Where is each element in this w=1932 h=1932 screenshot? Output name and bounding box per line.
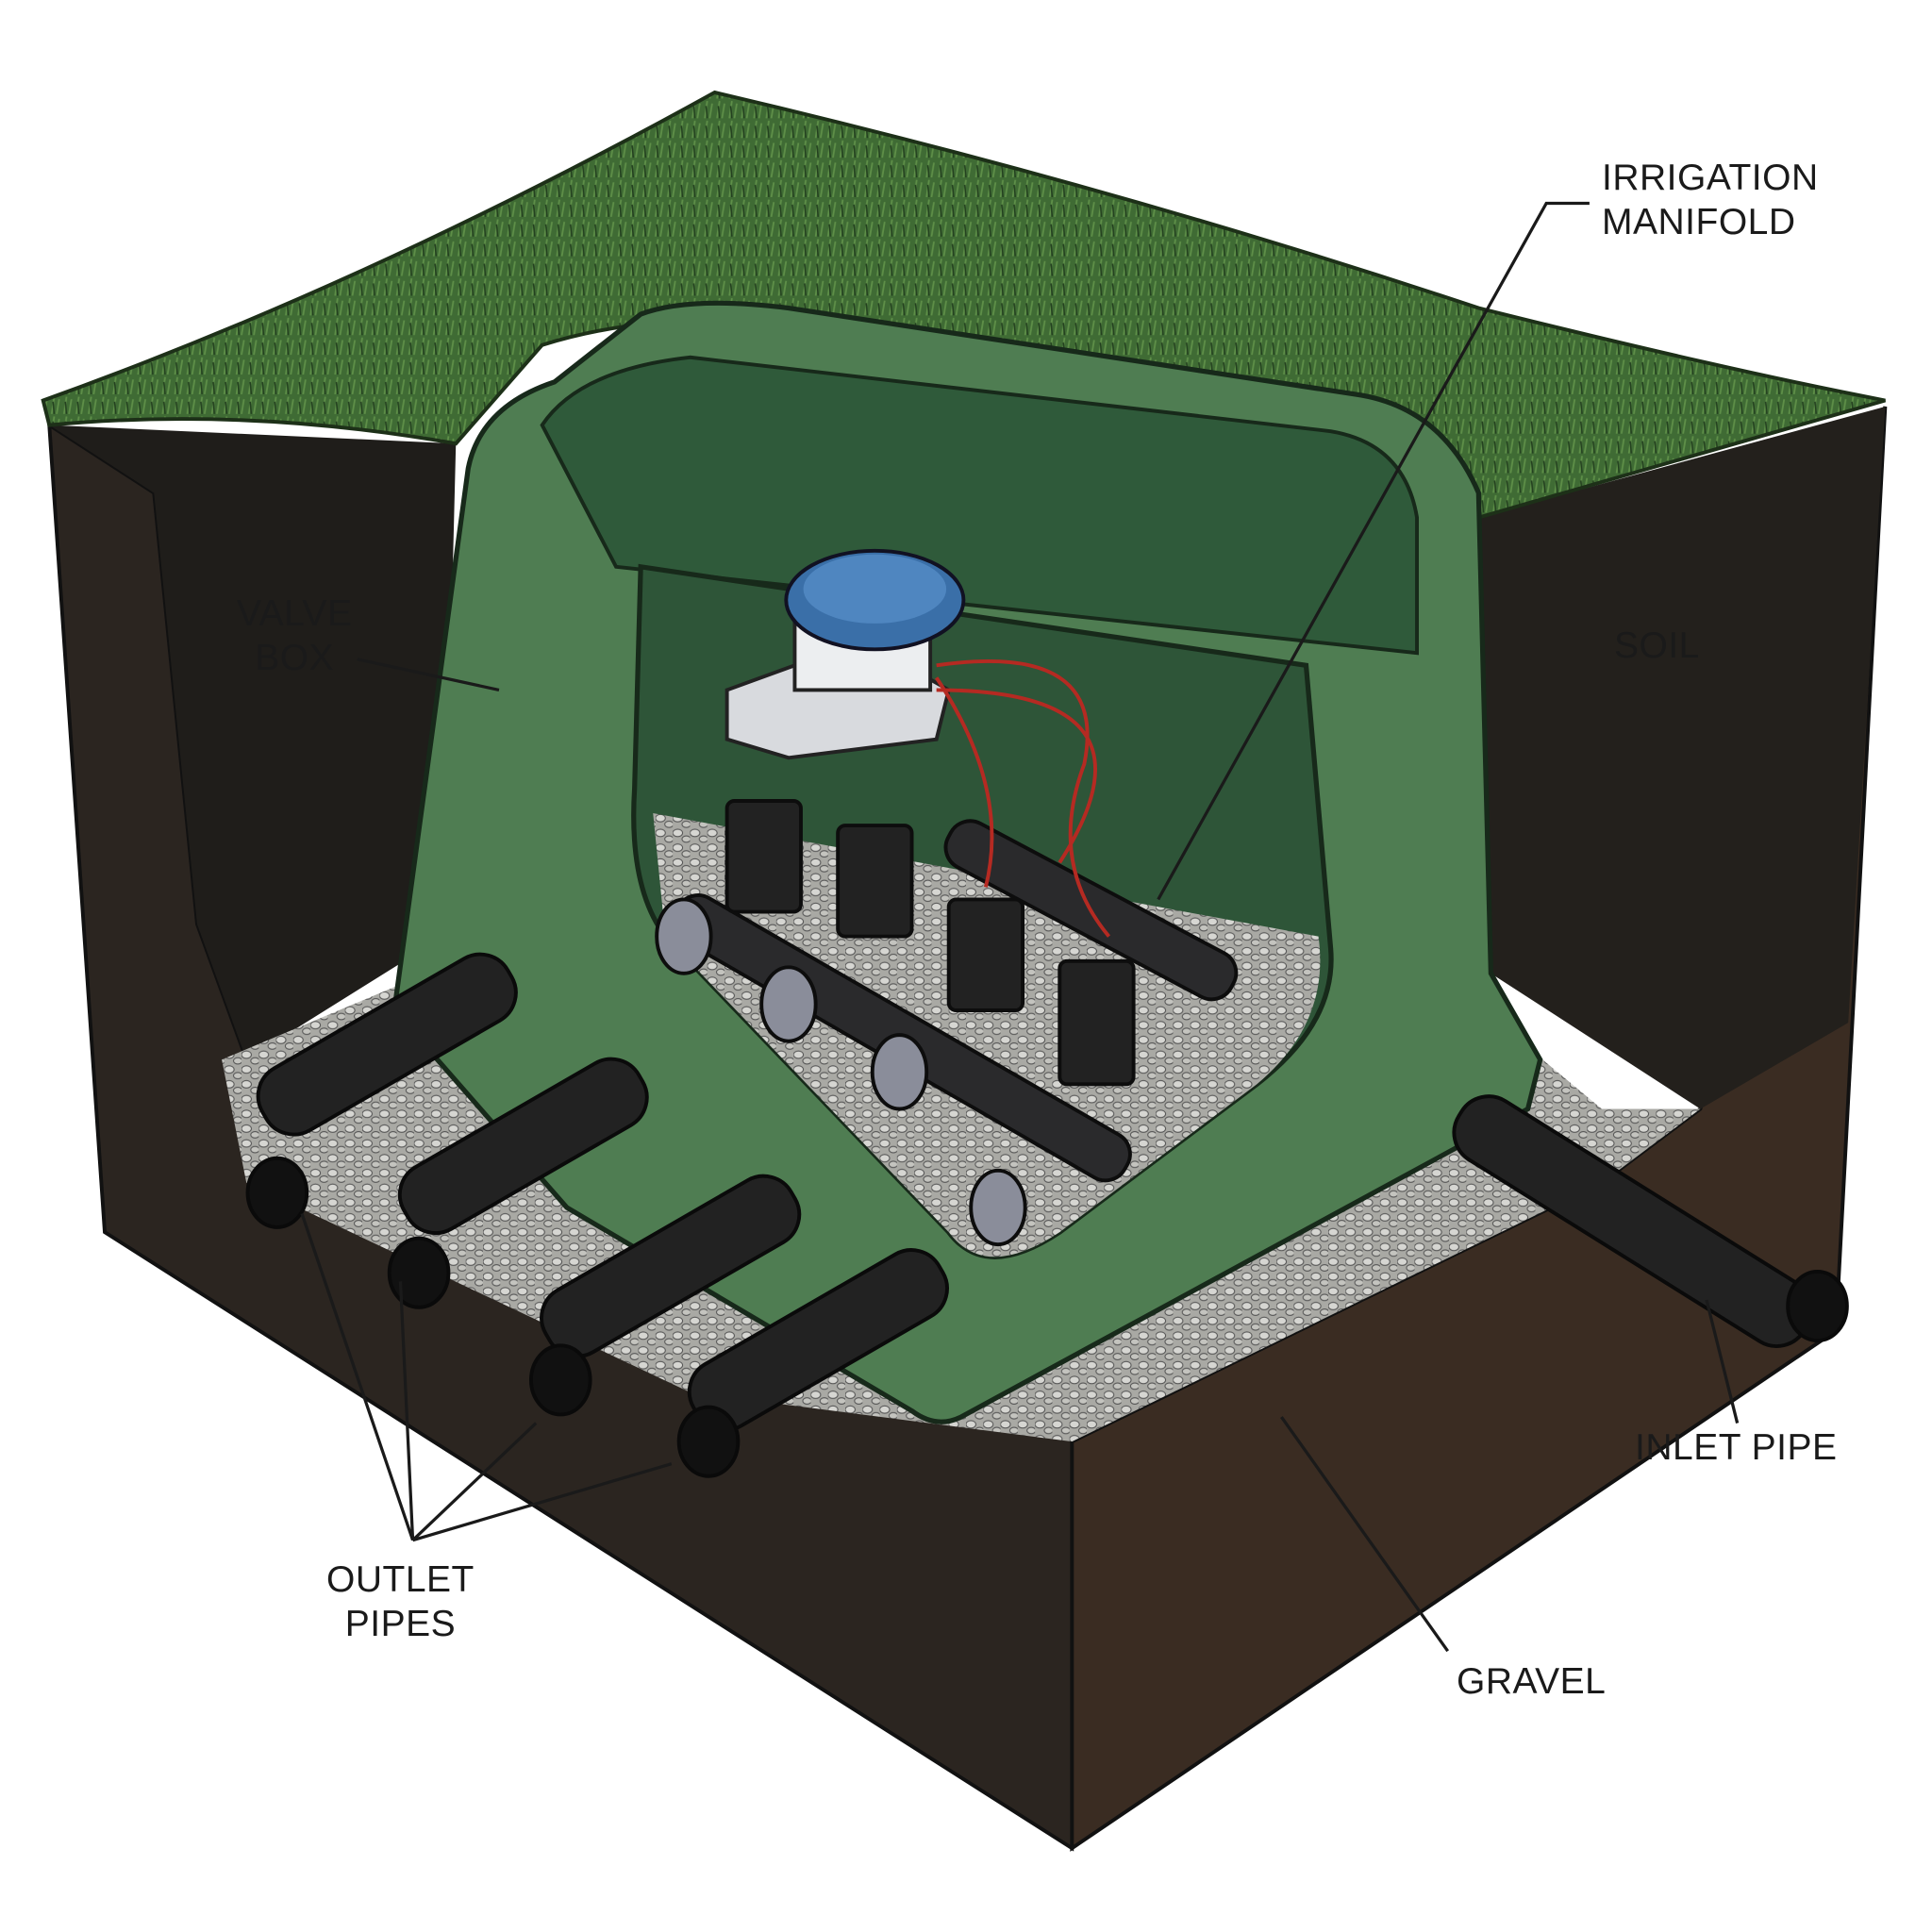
label-valve-box: VALVE BOX [237, 592, 352, 681]
label-inlet-pipe: INLET PIPE [1635, 1427, 1838, 1468]
controller [724, 548, 1111, 938]
grass-surface [41, 90, 1886, 520]
label-line: BOX [255, 637, 335, 678]
leader-irrigation-manifold [1157, 201, 1590, 901]
leader-valve-box [357, 658, 500, 692]
leader-gravel [1280, 1416, 1450, 1653]
leader-outlet-1 [300, 1213, 415, 1541]
leader-outlet-3 [411, 1422, 538, 1541]
label-irrigation-manifold: IRRIGATION MANIFOLD [1602, 157, 1819, 245]
leader-outlet-4 [412, 1462, 673, 1542]
label-outlet-pipes: OUTLET PIPES [326, 1558, 475, 1647]
inlet-pipe [1452, 1094, 1849, 1348]
leader-lines [300, 201, 1740, 1653]
leader-outlet-2 [398, 1281, 415, 1541]
label-line: VALVE [237, 593, 353, 634]
label-line: IRRIGATION [1602, 158, 1819, 198]
leader-inlet-pipe [1705, 1299, 1740, 1424]
outlet-pipes [245, 952, 949, 1478]
label-line: PIPES [344, 1603, 457, 1644]
valve-box-rim [540, 355, 1419, 656]
label-line: OUTLET [326, 1559, 475, 1600]
soil-back-right [1478, 407, 1886, 1109]
label-soil: SOIL [1614, 625, 1700, 666]
label-gravel: GRAVEL [1457, 1661, 1607, 1702]
label-line: MANIFOLD [1602, 201, 1796, 242]
wires [935, 659, 1111, 938]
soil-back-left [49, 425, 457, 1060]
